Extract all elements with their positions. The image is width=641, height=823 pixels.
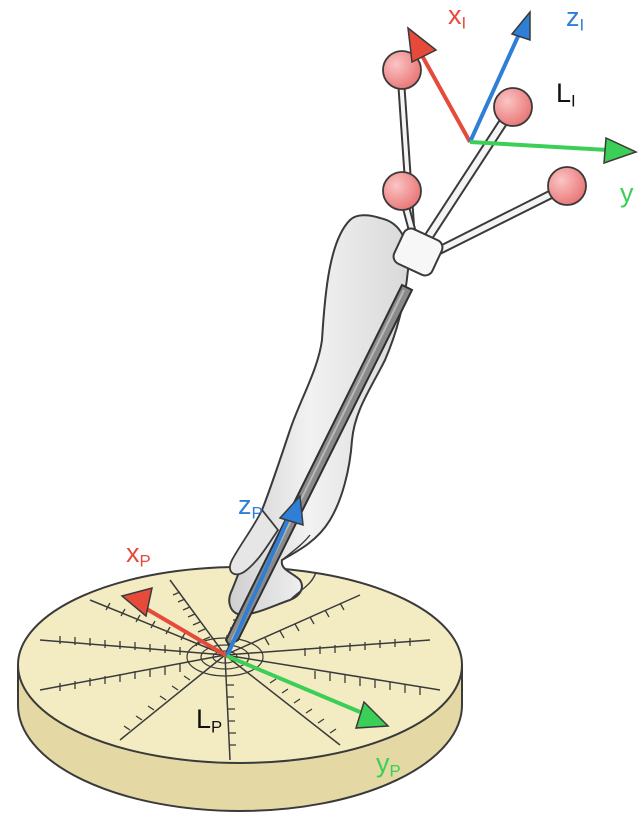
label-z-instrument-base: z	[566, 2, 580, 32]
y-arrowhead-instrument	[604, 138, 636, 163]
label-frame-phantom-sub: P	[211, 718, 222, 737]
marker-spheres	[383, 51, 586, 210]
label-frame-instrument-base: L	[556, 78, 571, 108]
label-y-instrument: y	[620, 180, 634, 210]
marker-sphere-4	[548, 167, 586, 205]
label-frame-instrument: LI	[556, 80, 576, 110]
label-z-phantom-base: z	[238, 490, 252, 520]
x-axis-instrument	[420, 52, 470, 142]
label-x-instrument: xI	[448, 2, 466, 32]
marker-sphere-3	[383, 172, 421, 210]
marker-sphere-2	[494, 88, 532, 126]
label-frame-phantom-base: L	[196, 704, 211, 734]
label-z-instrument-sub: I	[580, 16, 585, 35]
label-z-phantom: zP	[238, 492, 263, 522]
instrument-axes	[408, 12, 636, 163]
label-x-instrument-sub: I	[462, 14, 467, 33]
hand	[229, 215, 408, 615]
label-y-instrument-base: y	[620, 178, 634, 208]
z-arrowhead-instrument	[512, 12, 530, 40]
label-frame-phantom: LP	[196, 706, 222, 736]
label-z-phantom-sub: P	[252, 504, 263, 523]
label-frame-instrument-sub: I	[571, 92, 576, 111]
label-x-phantom-base: x	[126, 538, 140, 568]
label-y-phantom-base: y	[376, 748, 390, 778]
label-x-phantom-sub: P	[140, 552, 151, 571]
label-y-phantom: yP	[376, 750, 401, 780]
label-x-instrument-base: x	[448, 0, 462, 30]
label-x-phantom: xP	[126, 540, 151, 570]
label-z-instrument: zI	[566, 4, 584, 34]
label-y-phantom-sub: P	[390, 762, 401, 781]
x-arrowhead-instrument	[408, 28, 436, 62]
